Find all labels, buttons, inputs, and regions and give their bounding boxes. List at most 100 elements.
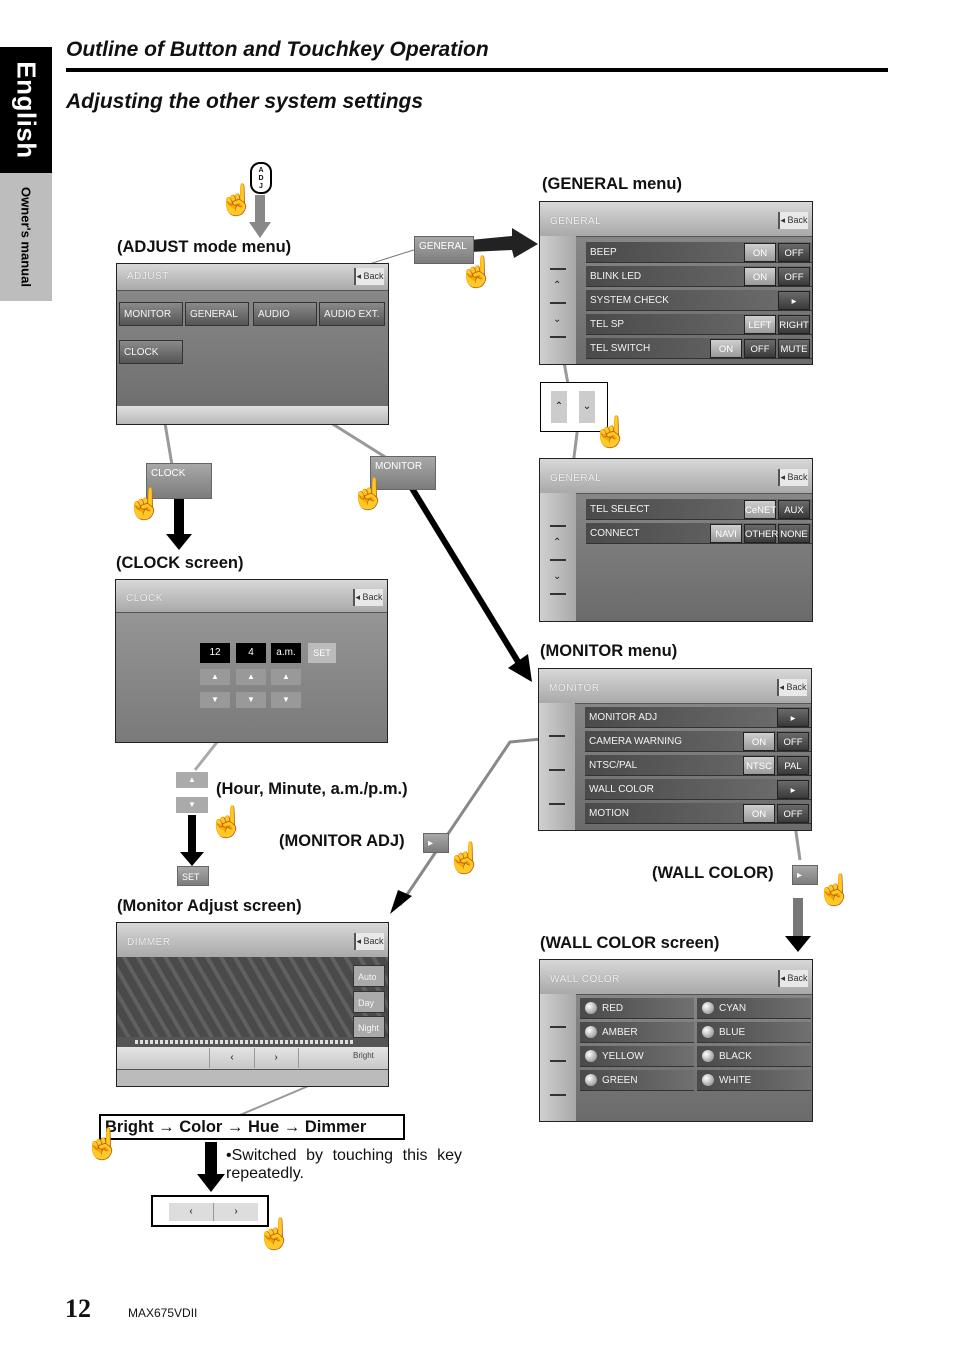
dimmer-footer [117, 1070, 388, 1086]
adj-key[interactable]: ADJ [250, 162, 272, 194]
model-number: MAX675VDII [128, 1306, 198, 1320]
hour-up-icon[interactable]: ▲ [200, 669, 230, 685]
adj-key-label: ADJ [258, 167, 264, 190]
color-swatch-icon [702, 1050, 714, 1062]
scroll-up-icon[interactable]: ⌃ [553, 537, 562, 548]
adjust-bottom-bar [117, 406, 388, 424]
wall-title: WALL COLOR [550, 974, 620, 985]
switch-note: •Switched by touching this key repeatedl… [226, 1147, 462, 1182]
decrease-icon[interactable]: ‹ [209, 1048, 255, 1068]
clock-button[interactable]: CLOCK [119, 340, 183, 364]
clock-tag[interactable]: CLOCK [146, 463, 212, 499]
option-button[interactable]: ON [743, 732, 775, 751]
back-button[interactable]: ◂ Back [354, 268, 384, 285]
monitor-tag[interactable]: MONITOR [370, 456, 436, 490]
setting-row: SYSTEM CHECK▸ [586, 290, 812, 311]
option-button[interactable]: ▸ [777, 780, 809, 799]
color-option[interactable]: CYAN [697, 998, 811, 1019]
seq-arrow-head [197, 1174, 225, 1192]
down-key-icon[interactable]: ▼ [176, 797, 208, 813]
scroll-down-icon[interactable]: ⌄ [553, 571, 562, 582]
general-titlebar: GENERAL ◂ Back [540, 202, 812, 237]
night-button[interactable]: Night [353, 1016, 385, 1038]
monitor-titlebar: MONITOR ◂ Back [539, 669, 811, 704]
monitor-adj-arrow [390, 890, 412, 914]
scroll-column [539, 703, 575, 830]
hand-icon: ☝ [208, 806, 246, 839]
scroll-down-icon[interactable]: ⌄ [553, 314, 562, 325]
increase-icon[interactable]: › [254, 1048, 299, 1068]
option-button[interactable]: ON [743, 804, 775, 823]
auto-button[interactable]: Auto [353, 965, 385, 987]
option-button[interactable]: ▸ [777, 708, 809, 727]
option-button[interactable]: OFF [778, 243, 810, 262]
hand-icon: ☝ [84, 1128, 122, 1161]
set-button[interactable]: SET [308, 643, 336, 663]
color-swatch-icon [702, 1026, 714, 1038]
caption-general-menu: (GENERAL menu) [542, 175, 682, 193]
back-label: Back [787, 215, 808, 225]
minute-up-icon[interactable]: ▲ [236, 669, 266, 685]
setting-row: WALL COLOR▸ [585, 779, 811, 800]
option-button[interactable]: OTHER [744, 524, 778, 543]
hour-display: 12 [200, 643, 230, 663]
increase-icon[interactable]: › [213, 1203, 258, 1221]
color-option[interactable]: BLACK [697, 1046, 811, 1067]
color-option[interactable]: AMBER [580, 1022, 694, 1043]
wall-color-key-icon[interactable]: ▸ [792, 865, 818, 885]
color-option[interactable]: WHITE [697, 1070, 811, 1091]
option-button[interactable]: ▸ [778, 291, 810, 310]
option-button[interactable]: PAL [777, 756, 809, 775]
setting-label: CAMERA WARNING [589, 736, 682, 747]
color-option[interactable]: RED [580, 998, 694, 1019]
option-button[interactable]: NAVI [710, 524, 742, 543]
option-button[interactable]: OFF [744, 339, 776, 358]
up-key-icon[interactable]: ▲ [176, 772, 208, 788]
hour-down-icon[interactable]: ▼ [200, 692, 230, 708]
scroll-up-icon[interactable]: ⌃ [553, 280, 562, 291]
audio-button[interactable]: AUDIO [253, 302, 317, 326]
option-button[interactable]: RIGHT [778, 315, 810, 334]
back-button[interactable]: ◂ Back [353, 589, 383, 606]
option-button[interactable]: ON [744, 243, 776, 262]
audio-ext-button[interactable]: AUDIO EXT. [319, 302, 385, 326]
color-option[interactable]: YELLOW [580, 1046, 694, 1067]
decrease-icon[interactable]: ‹ [169, 1203, 213, 1221]
back-button[interactable]: ◂ Back [777, 679, 807, 696]
color-option[interactable]: BLUE [697, 1022, 811, 1043]
general-button[interactable]: GENERAL [185, 302, 249, 326]
minute-down-icon[interactable]: ▼ [236, 692, 266, 708]
back-button[interactable]: ◂ Back [778, 469, 808, 486]
ampm-down-icon[interactable]: ▼ [271, 692, 301, 708]
option-button[interactable]: ON [744, 267, 776, 286]
back-button[interactable]: ◂ Back [778, 212, 808, 229]
color-option[interactable]: GREEN [580, 1070, 694, 1091]
set-tag[interactable]: SET [177, 866, 209, 886]
option-button[interactable]: AUX [778, 500, 810, 519]
monitor-adj-key-icon[interactable]: ▸ [423, 833, 449, 853]
back-button[interactable]: ◂ Back [778, 970, 808, 987]
option-button[interactable]: ON [710, 339, 742, 358]
scroll-up-icon[interactable]: ⌃ [551, 391, 567, 423]
monitor-button[interactable]: MONITOR [119, 302, 183, 326]
wall-arrow-shaft [793, 898, 803, 938]
option-button[interactable]: LEFT [744, 315, 776, 334]
back-button[interactable]: ◂ Back [354, 933, 384, 950]
option-button[interactable]: OFF [777, 732, 809, 751]
scroll-down-icon[interactable]: ⌄ [579, 391, 595, 423]
option-button[interactable]: OFF [777, 804, 809, 823]
language-tab: English [0, 47, 52, 173]
option-button[interactable]: NONE [778, 524, 810, 543]
option-button[interactable]: MUTE [778, 339, 810, 358]
option-button[interactable]: OFF [778, 267, 810, 286]
day-button[interactable]: Day [353, 991, 385, 1013]
mode-key-label[interactable]: Bright [353, 1051, 374, 1060]
ampm-up-icon[interactable]: ▲ [271, 669, 301, 685]
scroll-column: ⌃ ⌄ [540, 236, 576, 364]
general-tag[interactable]: GENERAL [414, 236, 474, 264]
monitor-arrow-head [508, 654, 532, 682]
option-button[interactable]: NTSC [743, 756, 775, 775]
option-button[interactable]: CeNET [744, 500, 776, 519]
